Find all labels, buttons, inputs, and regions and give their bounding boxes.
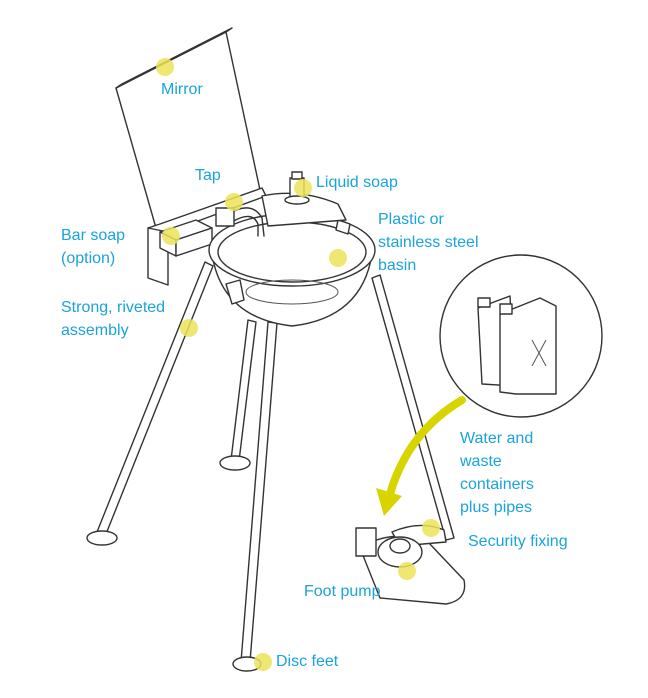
label-bar-soap: Bar soap (option)	[61, 227, 126, 267]
label-containers: Water and waste containers plus pipes	[460, 430, 534, 516]
highlight-dot-security-fixing	[422, 519, 440, 537]
label-tap: Tap	[195, 167, 221, 184]
highlight-dot-tap	[225, 193, 243, 211]
highlight-dot-foot-pump	[398, 562, 416, 580]
highlight-dots	[156, 58, 440, 671]
highlight-dot-bar-soap	[162, 227, 180, 245]
disc-feet	[86, 455, 262, 672]
highlight-dot-liquid-soap	[294, 179, 312, 197]
label-assembly: Strong, riveted assembly	[61, 299, 166, 339]
label-foot-pump: Foot pump	[304, 583, 381, 600]
label-mirror: Mirror	[161, 81, 203, 98]
highlight-dot-basin	[329, 249, 347, 267]
label-basin: Plastic or stainless steel basin	[378, 211, 479, 274]
label-disc-feet: Disc feet	[276, 653, 339, 670]
label-security-fixing: Security fixing	[468, 533, 568, 550]
highlight-dot-mirror	[156, 58, 174, 76]
basin	[208, 213, 376, 327]
flow-arrow	[376, 396, 466, 516]
highlight-dot-disc-feet	[254, 653, 272, 671]
containers-inset	[439, 254, 603, 418]
label-liquid-soap: Liquid soap	[316, 174, 398, 191]
highlight-dot-assembly	[180, 319, 198, 337]
